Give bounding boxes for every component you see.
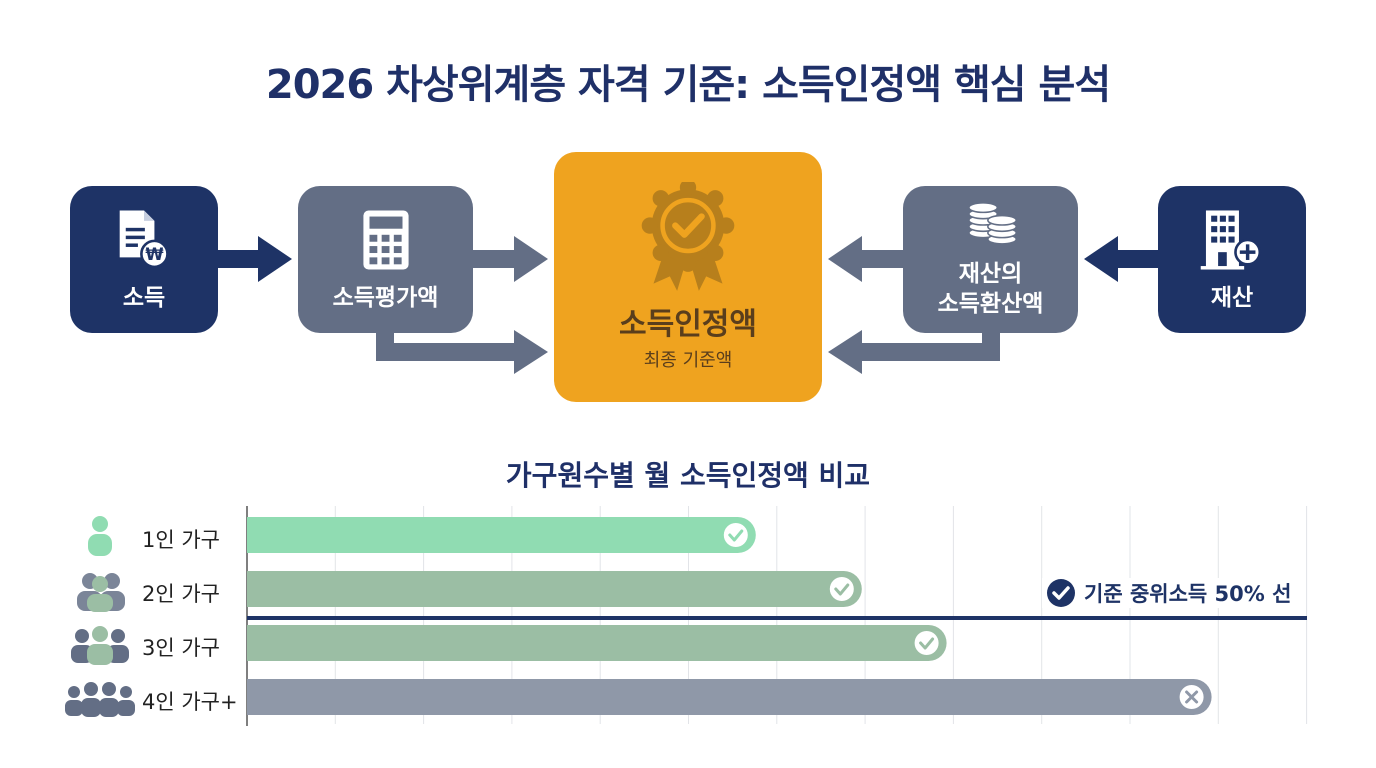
income-eval-box: 소득평가액 <box>298 186 473 333</box>
arrow-property-to-conv <box>1084 236 1160 282</box>
income-recognition-sub: 최종 기준액 <box>643 350 733 371</box>
status-3-bg <box>914 631 939 655</box>
property-conversion-label: 재산의 소득환산액 <box>938 259 1044 319</box>
status-1-bg <box>723 523 748 547</box>
reference-line-label: 기준 중위소득 50% 선 <box>1042 578 1296 608</box>
property-conversion-box: 재산의 소득환산액 <box>903 186 1078 333</box>
bar-3 <box>247 625 947 661</box>
flow-arrows <box>216 236 1160 374</box>
check-icon <box>728 529 744 542</box>
award-badge-icon <box>641 182 735 291</box>
bar-2 <box>247 571 862 607</box>
bar-3-left-edge <box>247 625 283 661</box>
reference-line-text: 기준 중위소득 50% 선 <box>1084 582 1292 606</box>
property-conversion-line2: 소득환산액 <box>937 290 1044 317</box>
document-won-icon: ₩ <box>119 209 169 268</box>
page-title: 2026 차상위계층 자격 기준: 소득인정액 핵심 분석 <box>265 62 1111 108</box>
household-icons <box>65 516 135 717</box>
arrow-property-conv-to-center-bottom <box>828 330 1000 374</box>
property-box: 재산 <box>1158 186 1306 333</box>
calculator-icon <box>362 209 409 270</box>
person-1-icon <box>88 516 112 556</box>
row-label-3: 3인 가구 <box>142 636 220 660</box>
arrow-income-to-eval <box>216 236 292 282</box>
bar-4-left-edge <box>247 679 283 715</box>
bar-2-left-edge <box>247 571 283 607</box>
row-label-1: 1인 가구 <box>142 528 220 552</box>
income-recognition-box: 소득인정액 최종 기준액 <box>554 152 822 402</box>
bar-1-left-edge <box>247 517 283 553</box>
check-circle-icon <box>1047 579 1075 607</box>
building-plus-icon <box>1200 209 1262 270</box>
people-2-icon <box>77 573 125 612</box>
check-icon <box>919 637 935 650</box>
income-recognition-label: 소득인정액 <box>619 307 757 342</box>
x-icon <box>1185 690 1199 704</box>
bar-4 <box>247 679 1212 715</box>
arrow-eval-to-center-top <box>472 236 548 282</box>
bar-1 <box>247 517 756 553</box>
row-label-4: 4인 가구+ <box>142 690 238 714</box>
property-conversion-line1: 재산의 <box>958 260 1023 287</box>
svg-text:₩: ₩ <box>145 244 163 263</box>
property-label: 재산 <box>1210 284 1254 311</box>
arrow-eval-to-center-bottom <box>376 330 548 374</box>
row-label-2: 2인 가구 <box>142 582 220 606</box>
check-icon <box>834 583 850 596</box>
chart-title: 가구원수별 월 소득인정액 비교 <box>505 459 871 492</box>
status-2-bg <box>829 577 854 601</box>
arrow-property-conv-to-center-top <box>828 236 904 282</box>
income-eval-label: 소득평가액 <box>332 284 439 311</box>
income-box: ₩ 소득 <box>70 186 218 333</box>
income-label: 소득 <box>122 284 166 311</box>
people-3-icon <box>71 626 129 665</box>
people-4-icon <box>65 682 135 717</box>
coins-icon <box>967 201 1017 245</box>
